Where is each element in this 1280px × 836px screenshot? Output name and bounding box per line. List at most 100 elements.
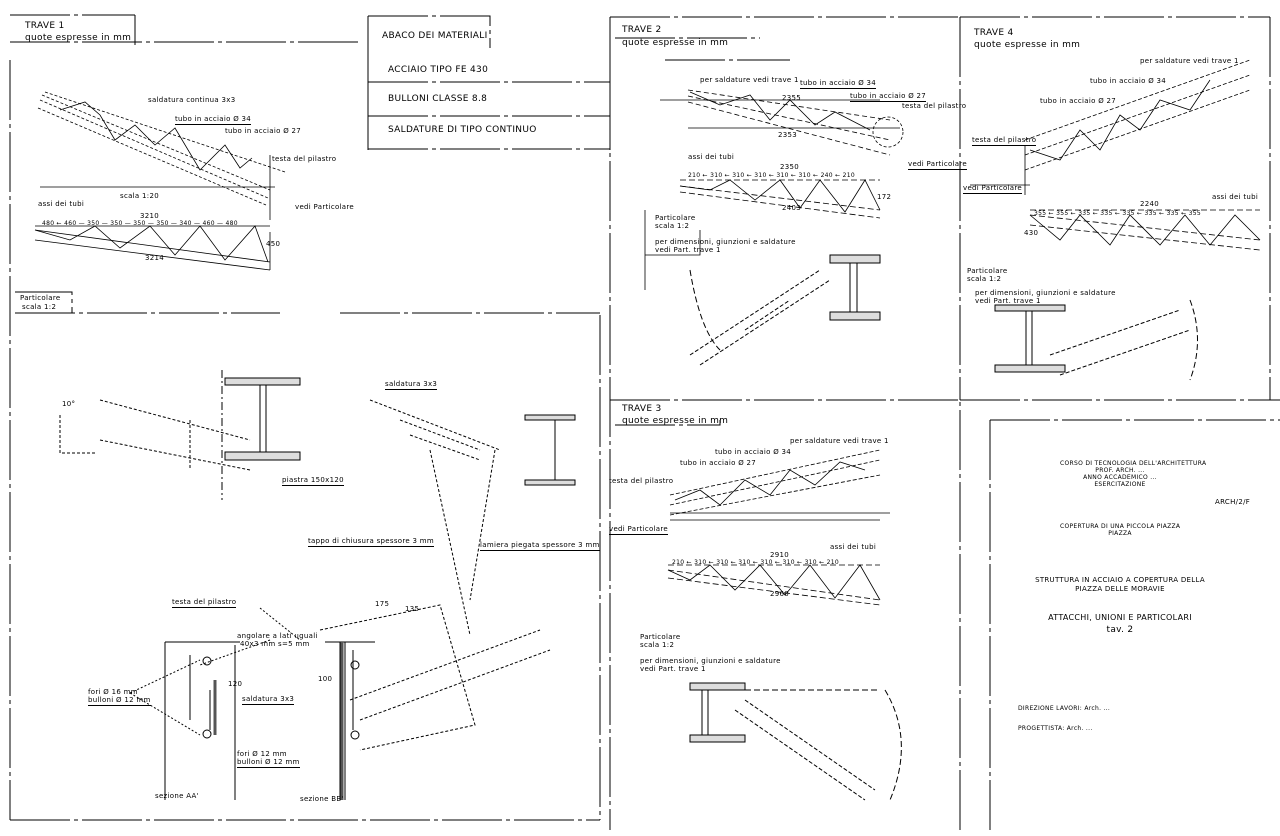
tube27-label: tubo in acciaio Ø 27 xyxy=(1040,97,1117,105)
dim-label: 120 xyxy=(228,680,243,688)
particolare1-title: Particolare xyxy=(20,294,61,302)
tube27-label: tubo in acciaio Ø 27 xyxy=(225,127,302,135)
dim-length: 2960 xyxy=(770,590,790,598)
project-title: STRUTTURA IN ACCIAIO A COPERTURA DELLA xyxy=(1035,576,1205,584)
plate-label: piastra 150x120 xyxy=(282,476,344,486)
detail-ref: vedi Particolare xyxy=(609,525,669,535)
axes-label: assi dei tubi xyxy=(688,153,735,161)
institution-line: CORSO DI TECNOLOGIA DELL'ARCHITETTURA xyxy=(1060,460,1207,467)
weld-ref: per saldature vedi trave 1 xyxy=(790,437,889,445)
trave2-subtitle: quote espresse in mm xyxy=(622,38,729,48)
head-label: testa del pilastro xyxy=(172,598,237,608)
holes-label: fori Ø 16 mm xyxy=(88,688,138,696)
particolare-title: Particolare xyxy=(655,214,696,222)
particolare-scale: scala 1:2 xyxy=(655,222,690,230)
detail-ref: vedi Particolare xyxy=(908,160,968,170)
dim-height: 430 xyxy=(1024,229,1039,237)
trave1-subtitle: quote espresse in mm xyxy=(25,33,132,43)
particolare-note: vedi Part. trave 1 xyxy=(975,297,1041,305)
place-line: COPERTURA DI UNA PICCOLA PIAZZA xyxy=(1060,523,1181,530)
trave4-detail xyxy=(994,299,1198,381)
particolare-scale: scala 1:2 xyxy=(967,275,1002,283)
trave1-truss xyxy=(34,91,286,271)
holes12-label: fori Ø 12 mm xyxy=(237,750,287,758)
head-label: testa del pilastro xyxy=(272,155,337,163)
cap-label: tappo di chiusura spessore 3 mm xyxy=(308,537,435,547)
dim-total: 3210 xyxy=(140,212,160,220)
dim-total: 2240 xyxy=(1140,200,1160,208)
dim-chain: 355 ← 355 ← 335 ← 335 ← 335 ← 335 ← 335 … xyxy=(1034,210,1202,217)
weld-ref: per saldature vedi trave 1 xyxy=(700,76,799,84)
head-label: testa del pilastro xyxy=(972,136,1037,146)
head-label: testa del pilastro xyxy=(609,477,674,485)
weld-label: saldatura 3x3 xyxy=(385,380,438,390)
axes-label: assi dei tubi xyxy=(830,543,877,551)
bent-plate-label: lamiera piegata spessore 3 mm xyxy=(480,541,600,551)
head-label: testa del pilastro xyxy=(902,102,967,110)
abaco-row: SALDATURE DI TIPO CONTINUO xyxy=(388,125,537,135)
particolare-note: vedi Part. trave 1 xyxy=(655,246,721,254)
particolare-note: per dimensioni, giunzioni e saldature xyxy=(640,657,781,665)
trave2-title: TRAVE 2 xyxy=(622,25,662,35)
dim-total: 2350 xyxy=(780,163,800,171)
dim-bottom: 2353 xyxy=(778,131,798,139)
particolare-title: Particolare xyxy=(967,267,1008,275)
weld2-label: saldatura 3x3 xyxy=(242,695,295,705)
dim-height: 172 xyxy=(877,193,892,201)
tube34-label: tubo in acciaio Ø 34 xyxy=(800,79,877,89)
dim-total: 2910 xyxy=(770,551,790,559)
particolare-note: vedi Part. trave 1 xyxy=(640,665,706,673)
dim-label: 175 xyxy=(375,600,390,608)
weld-ref: per saldature vedi trave 1 xyxy=(1140,57,1239,65)
detail-ref: vedi Particolare xyxy=(295,203,355,211)
tube27-label: tubo in acciaio Ø 27 xyxy=(680,459,757,467)
section-bb-label: sezione BB' xyxy=(300,795,344,803)
trave1-title: TRAVE 1 xyxy=(25,21,65,31)
trave2-truss xyxy=(644,89,904,290)
tube34-label: tubo in acciaio Ø 34 xyxy=(715,448,792,456)
trave4-title: TRAVE 4 xyxy=(974,28,1014,38)
author-line: DIREZIONE LAVORI: Arch. ... xyxy=(1018,705,1111,712)
bolts-label: bulloni Ø 12 mm xyxy=(88,696,151,706)
axes-label: assi dei tubi xyxy=(38,200,85,208)
particolare1-scale: scala 1:2 xyxy=(22,303,57,311)
tube34-label: tubo in acciaio Ø 34 xyxy=(1090,77,1167,85)
axes-label: assi dei tubi xyxy=(1212,193,1259,201)
particolare1-drawings xyxy=(59,370,576,800)
dim-top: 2355 xyxy=(782,94,802,102)
bolts12-label: bulloni Ø 12 mm xyxy=(237,758,300,768)
trave3-truss xyxy=(667,449,890,606)
dim-chain: 480 ← 460 — 350 — 350 — 350 — 350 — 340 … xyxy=(42,220,238,227)
tube27-label: tubo in acciaio Ø 27 xyxy=(850,92,927,102)
project-subtitle: PIAZZA DELLE MORAVIE xyxy=(1075,585,1165,593)
particolare-note: per dimensioni, giunzioni e saldature xyxy=(975,289,1116,297)
dim-chain: 210 ← 310 ← 310 ← 310 ← 310 ← 310 ← 240 … xyxy=(688,172,856,179)
sheet-subject: ATTACCHI, UNIONI E PARTICOLARI xyxy=(1048,613,1192,622)
scale-label: scala 1:20 xyxy=(120,192,159,200)
particolare-note: per dimensioni, giunzioni e saldature xyxy=(655,238,796,246)
detail-ref: vedi Particolare xyxy=(963,184,1023,194)
institution-line: PROF. ARCH. ... xyxy=(1095,467,1145,474)
trave3-subtitle: quote espresse in mm xyxy=(622,416,729,426)
trave3-title: TRAVE 3 xyxy=(622,404,662,414)
place-line: PIAZZA xyxy=(1108,530,1132,537)
institution-line: ANNO ACCADEMICO ... xyxy=(1083,474,1157,481)
particolare-title: Particolare xyxy=(640,633,681,641)
sheet-number: tav. 2 xyxy=(1106,625,1134,635)
tube34-label: tubo in acciaio Ø 34 xyxy=(175,115,252,125)
trave4-truss xyxy=(970,59,1261,251)
angle-label: 10° xyxy=(62,400,76,408)
abaco-row: BULLONI CLASSE 8.8 xyxy=(388,94,488,104)
dim-length: 2403 xyxy=(782,204,802,212)
angle-profile-dims: 40x3 mm s=5 mm xyxy=(240,640,310,648)
particolare-scale: scala 1:2 xyxy=(640,641,675,649)
angle-profile-label: angolare a lati uguali xyxy=(237,632,318,640)
panel-frames xyxy=(9,14,1280,830)
abaco-frame xyxy=(367,16,611,150)
section-aa-label: sezione AA' xyxy=(155,792,199,800)
dim-label: 135 xyxy=(405,605,420,613)
dim-chain: 210 ← 310 ← 310 ← 310 ← 310 ← 310 ← 310 … xyxy=(672,559,840,566)
dim-label: 100 xyxy=(318,675,333,683)
dim-height: 450 xyxy=(266,240,281,248)
